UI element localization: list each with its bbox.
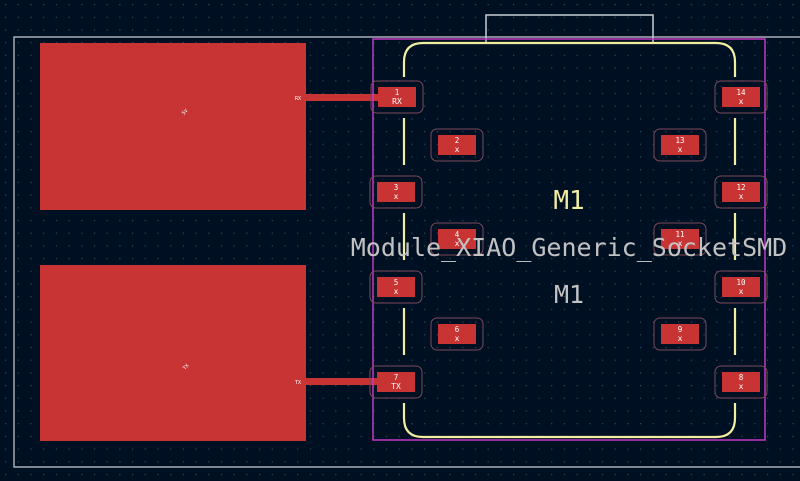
pad-number: 13 xyxy=(675,136,684,145)
smd-pad-7[interactable]: 7TX xyxy=(369,365,423,399)
pad-clearance-outline xyxy=(653,222,707,256)
pad-number: 12 xyxy=(736,183,745,192)
pad-clearance-outline xyxy=(430,222,484,256)
pad-copper[interactable] xyxy=(377,182,415,202)
smd-pad-12[interactable]: 12x xyxy=(714,175,768,209)
board-edge-outline xyxy=(13,36,800,468)
pad-number: 8 xyxy=(739,373,744,382)
pad-net-name: x xyxy=(394,287,399,296)
pad-copper[interactable] xyxy=(722,277,760,297)
pad-number: 9 xyxy=(678,325,683,334)
large-pad-tx-label: TX xyxy=(182,363,191,372)
pad-number: 3 xyxy=(394,183,399,192)
large-pad-tx[interactable] xyxy=(40,265,306,441)
pad-clearance-outline xyxy=(430,317,484,351)
smd-pad-13[interactable]: 13x xyxy=(653,128,707,162)
pad-number: 4 xyxy=(455,230,460,239)
smd-pad-10[interactable]: 10x xyxy=(714,270,768,304)
pad-clearance-outline xyxy=(369,365,423,399)
trace-rx-net-label: RX xyxy=(295,96,301,102)
smd-pad-4[interactable]: 4x xyxy=(430,222,484,256)
pad-copper[interactable] xyxy=(438,324,476,344)
pad-clearance-outline xyxy=(714,80,768,114)
trace-tx-net-label: TX xyxy=(295,380,301,386)
pad-number: 7 xyxy=(394,373,399,382)
pad-copper[interactable] xyxy=(722,182,760,202)
reference-fab[interactable]: M1 xyxy=(554,280,584,309)
pad-net-name: x xyxy=(739,192,744,201)
pad-net-name: x xyxy=(678,145,683,154)
pad-copper[interactable] xyxy=(377,277,415,297)
pad-net-name: x xyxy=(455,145,460,154)
smd-pad-2[interactable]: 2x xyxy=(430,128,484,162)
footprint-courtyard[interactable] xyxy=(372,38,766,441)
smd-pad-6[interactable]: 6x xyxy=(430,317,484,351)
pad-net-name: x xyxy=(739,382,744,391)
smd-pad-9[interactable]: 9x xyxy=(653,317,707,351)
pad-number: 2 xyxy=(455,136,460,145)
pad-clearance-outline xyxy=(714,270,768,304)
pad-net-name: RX xyxy=(392,97,402,106)
silkscreen-outline xyxy=(402,41,737,439)
pad-net-name: x xyxy=(678,334,683,343)
trace-rx[interactable] xyxy=(305,94,397,101)
large-pad-5v-label: 5V xyxy=(181,108,190,117)
pad-net-name: x xyxy=(394,192,399,201)
smd-pad-8[interactable]: 8x xyxy=(714,365,768,399)
pad-copper[interactable] xyxy=(661,324,699,344)
pad-number: 5 xyxy=(394,278,399,287)
pad-clearance-outline xyxy=(369,270,423,304)
pad-clearance-outline xyxy=(370,80,424,114)
pad-copper[interactable] xyxy=(438,135,476,155)
smd-pad-3[interactable]: 3x xyxy=(369,175,423,209)
pad-copper[interactable] xyxy=(377,372,415,392)
pad-clearance-outline xyxy=(430,128,484,162)
pad-number: 11 xyxy=(675,230,684,239)
usb-connector-outline xyxy=(485,14,654,42)
smd-pad-5[interactable]: 5x xyxy=(369,270,423,304)
pad-clearance-outline xyxy=(714,365,768,399)
pad-clearance-outline xyxy=(714,175,768,209)
trace-tx[interactable] xyxy=(305,378,397,385)
large-pad-5v[interactable] xyxy=(40,43,306,210)
pad-net-name: TX xyxy=(391,382,401,391)
pad-clearance-outline xyxy=(653,128,707,162)
pad-copper[interactable] xyxy=(378,87,416,107)
pad-copper[interactable] xyxy=(722,372,760,392)
pad-net-name: x xyxy=(455,239,460,248)
pad-net-name: x xyxy=(739,97,744,106)
pad-net-name: x xyxy=(739,287,744,296)
footprint-value-text[interactable]: Module_XIAO_Generic_SocketSMD xyxy=(351,233,788,262)
smd-pad-14[interactable]: 14x xyxy=(714,80,768,114)
pad-number: 10 xyxy=(736,278,746,287)
pad-clearance-outline xyxy=(653,317,707,351)
pad-clearance-outline xyxy=(369,175,423,209)
pad-copper[interactable] xyxy=(438,229,476,249)
pad-net-name: x xyxy=(455,334,460,343)
pad-number: 14 xyxy=(736,88,746,97)
smd-pad-11[interactable]: 11x xyxy=(653,222,707,256)
pad-copper[interactable] xyxy=(661,229,699,249)
pad-number: 1 xyxy=(395,88,400,97)
smd-pad-1[interactable]: 1RX xyxy=(370,80,424,114)
pad-copper[interactable] xyxy=(661,135,699,155)
reference-silkscreen[interactable]: M1 xyxy=(553,186,584,216)
pad-number: 6 xyxy=(455,325,460,334)
pad-net-name: x xyxy=(678,239,683,248)
pad-copper[interactable] xyxy=(722,87,760,107)
